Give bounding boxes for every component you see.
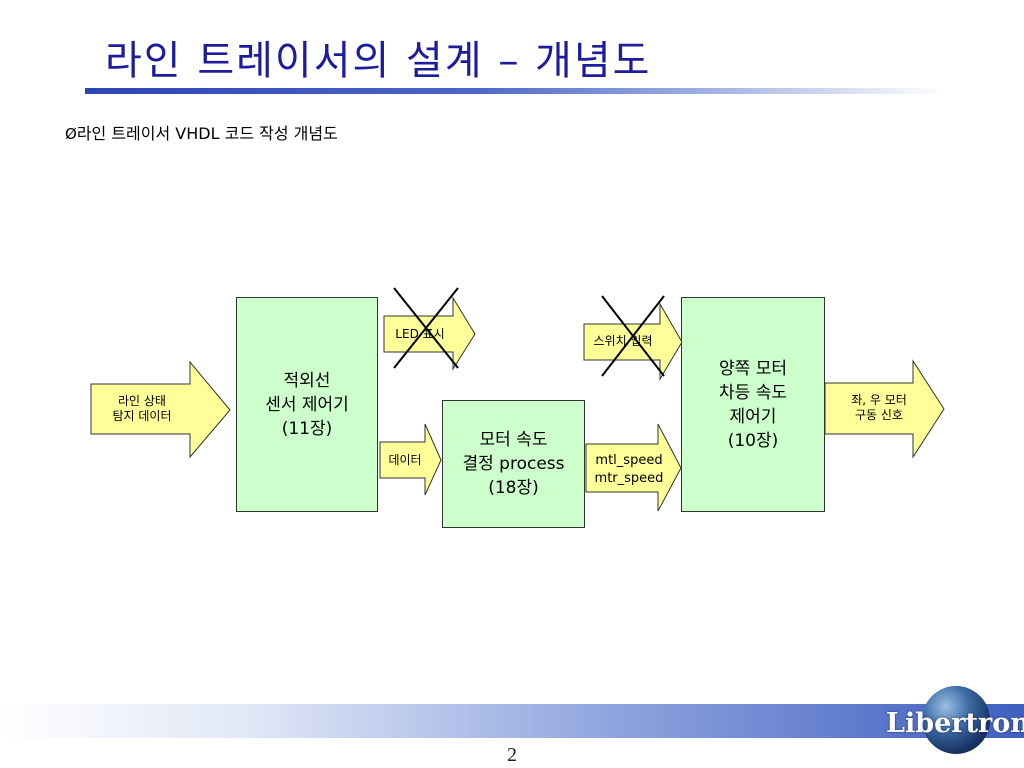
box-label: 양쪽 모터 차등 속도 제어기 (10장) [719,358,787,451]
slide-title: 라인 트레이서의 설계 – 개념도 [105,38,652,84]
subtitle-text: 라인 트레이서 VHDL 코드 작성 개념도 [76,124,338,143]
page-number: 2 [507,744,517,766]
arrow-label: 라인 상태 탐지 데이터 [112,394,172,423]
box-label: 적외선 센서 제어기 (11장) [265,370,349,439]
arrow-label: 스위치 입력 [593,334,653,348]
footer-bar [0,704,1024,738]
cross-out-mark-led [393,287,459,369]
title-underline [85,88,945,94]
arrow-label: 데이터 [388,453,422,467]
arrow-speed-signals: mtl_speed mtr_speed [585,423,682,512]
arrow-label: 좌, 우 모터 구동 신호 [851,393,907,422]
brand-logo: Libertron [886,708,1024,739]
box-label: 모터 속도 결정 process (18장) [462,430,565,498]
bullet-arrow-icon: Ø [65,125,77,143]
arrow-motor-drive-signal: 좌, 우 모터 구동 신호 [824,359,945,459]
subtitle: Ø라인 트레이서 VHDL 코드 작성 개념도 [65,120,338,144]
arrow-label: mtl_speed mtr_speed [594,453,664,486]
box-ir-sensor-controller: 적외선 센서 제어기 (11장) [236,297,378,512]
arrow-shape [824,359,945,459]
arrow-data: 데이터 [379,423,442,496]
arrow-shape [583,302,683,381]
arrow-shape [585,423,682,512]
arrow-line-state-input: 라인 상태 탐지 데이터 [90,360,231,459]
arrow-shape [90,360,231,459]
arrow-shape [379,423,442,496]
globe-logo-icon [922,686,990,754]
arrow-switch-input: 스위치 입력 [583,302,683,381]
box-differential-speed-controller: 양쪽 모터 차등 속도 제어기 (10장) [681,297,825,512]
box-motor-speed-process: 모터 속도 결정 process (18장) [442,400,585,528]
cross-out-mark-switch [601,295,665,377]
